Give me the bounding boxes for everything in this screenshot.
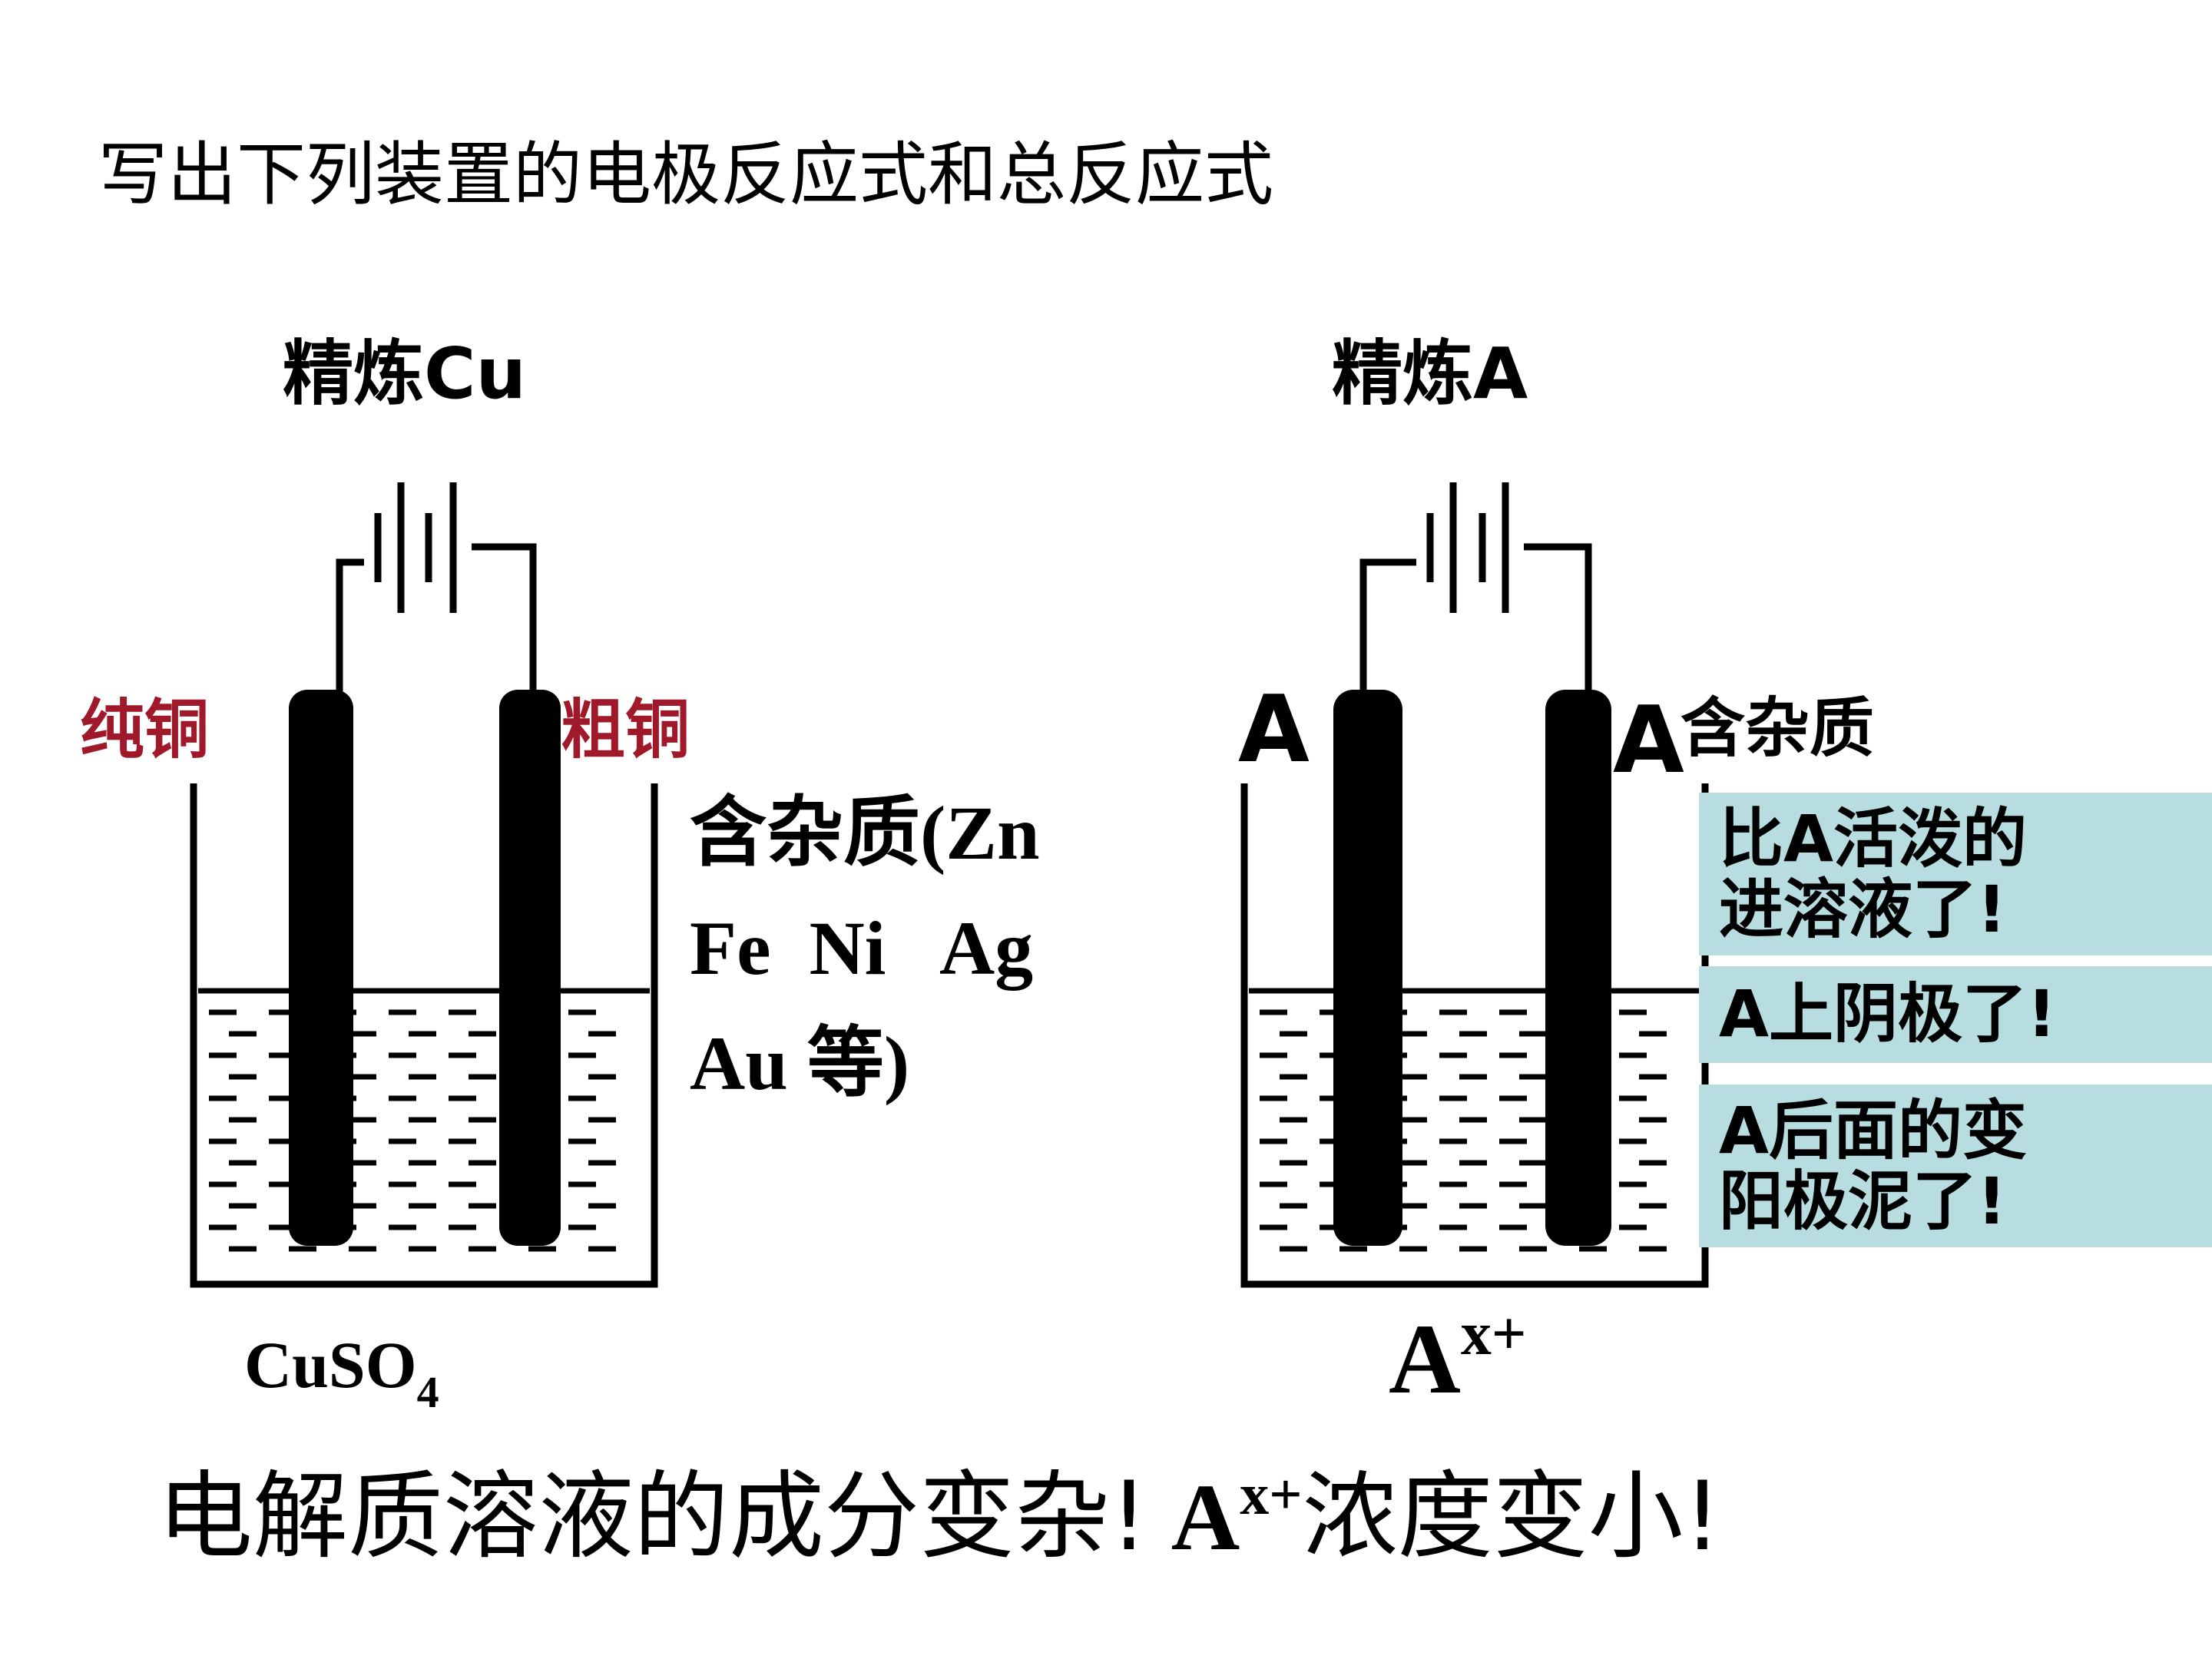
callout-1-line-1: 比A活泼的 <box>1719 801 2028 876</box>
callout-3-line-1: A后面的变 <box>1719 1093 2028 1168</box>
conclusion-part-1: 电解质溶液的成分变杂! <box>157 1462 1148 1572</box>
left-wire-cathode <box>336 558 364 705</box>
left-anode-label: 粗铜 <box>561 692 690 767</box>
left-cathode-label: 纯铜 <box>80 692 210 767</box>
callout-a-to-cathode: A上阴极了! <box>1699 966 2212 1063</box>
left-electrolyte-label: CuSO4 <box>244 1323 439 1417</box>
callout-active-metals: 比A活泼的 进溶液了! <box>1699 793 2212 955</box>
callout-anode-mud: A后面的变 阳极泥了! <box>1699 1084 2212 1247</box>
right-wire-cathode <box>1359 558 1416 705</box>
right-electrolyte-charge: x+ <box>1460 1300 1527 1368</box>
right-cell-apparatus <box>1240 482 1709 1288</box>
conclusion-ion: A <box>1171 1465 1240 1570</box>
left-electrolyte-subscript: 4 <box>416 1367 439 1417</box>
right-electrolyte-ion: A <box>1389 1304 1461 1415</box>
page-title: 写出下列装置的电极反应式和总反应式 <box>98 134 1273 215</box>
right-cathode-label: A <box>1238 677 1310 783</box>
left-electrolyte-formula: CuSO <box>244 1328 417 1402</box>
conclusion-text: 电解质溶液的成分变杂!Ax+浓度变小! <box>157 1455 1721 1591</box>
left-cell-heading: 精炼Cu <box>283 333 527 415</box>
left-beaker <box>190 783 658 1288</box>
right-battery-symbol <box>1426 482 1509 613</box>
impurity-line-2: Fe Ni Ag <box>690 906 1034 991</box>
left-battery-symbol <box>374 482 457 613</box>
right-cathode-electrode <box>1333 690 1402 1246</box>
left-cathode-electrode <box>289 690 353 1246</box>
left-wire-anode <box>472 543 537 705</box>
impurity-line-1: 含杂质(Zn <box>690 790 1040 876</box>
callout-3-line-2: 阳极泥了! <box>1719 1164 2007 1239</box>
right-cell-heading: 精炼A <box>1332 333 1528 415</box>
right-anode-label: A <box>1613 687 1684 794</box>
conclusion-part-2: 浓度变小! <box>1302 1462 1722 1572</box>
conclusion-ion-charge: x+ <box>1240 1462 1303 1527</box>
callout-2-line-1: A上阴极了! <box>1719 976 2057 1051</box>
right-anode-note: 含杂质 <box>1681 690 1875 766</box>
right-anode-electrode <box>1545 690 1611 1246</box>
callout-1-line-2: 进溶液了! <box>1719 872 2007 947</box>
left-anode-electrode <box>499 690 561 1246</box>
right-wire-anode <box>1524 543 1592 705</box>
right-electrolyte-label: Ax+ <box>1389 1298 1526 1434</box>
impurity-line-3: Au 等) <box>690 1021 910 1106</box>
left-cell-apparatus <box>190 482 658 1288</box>
